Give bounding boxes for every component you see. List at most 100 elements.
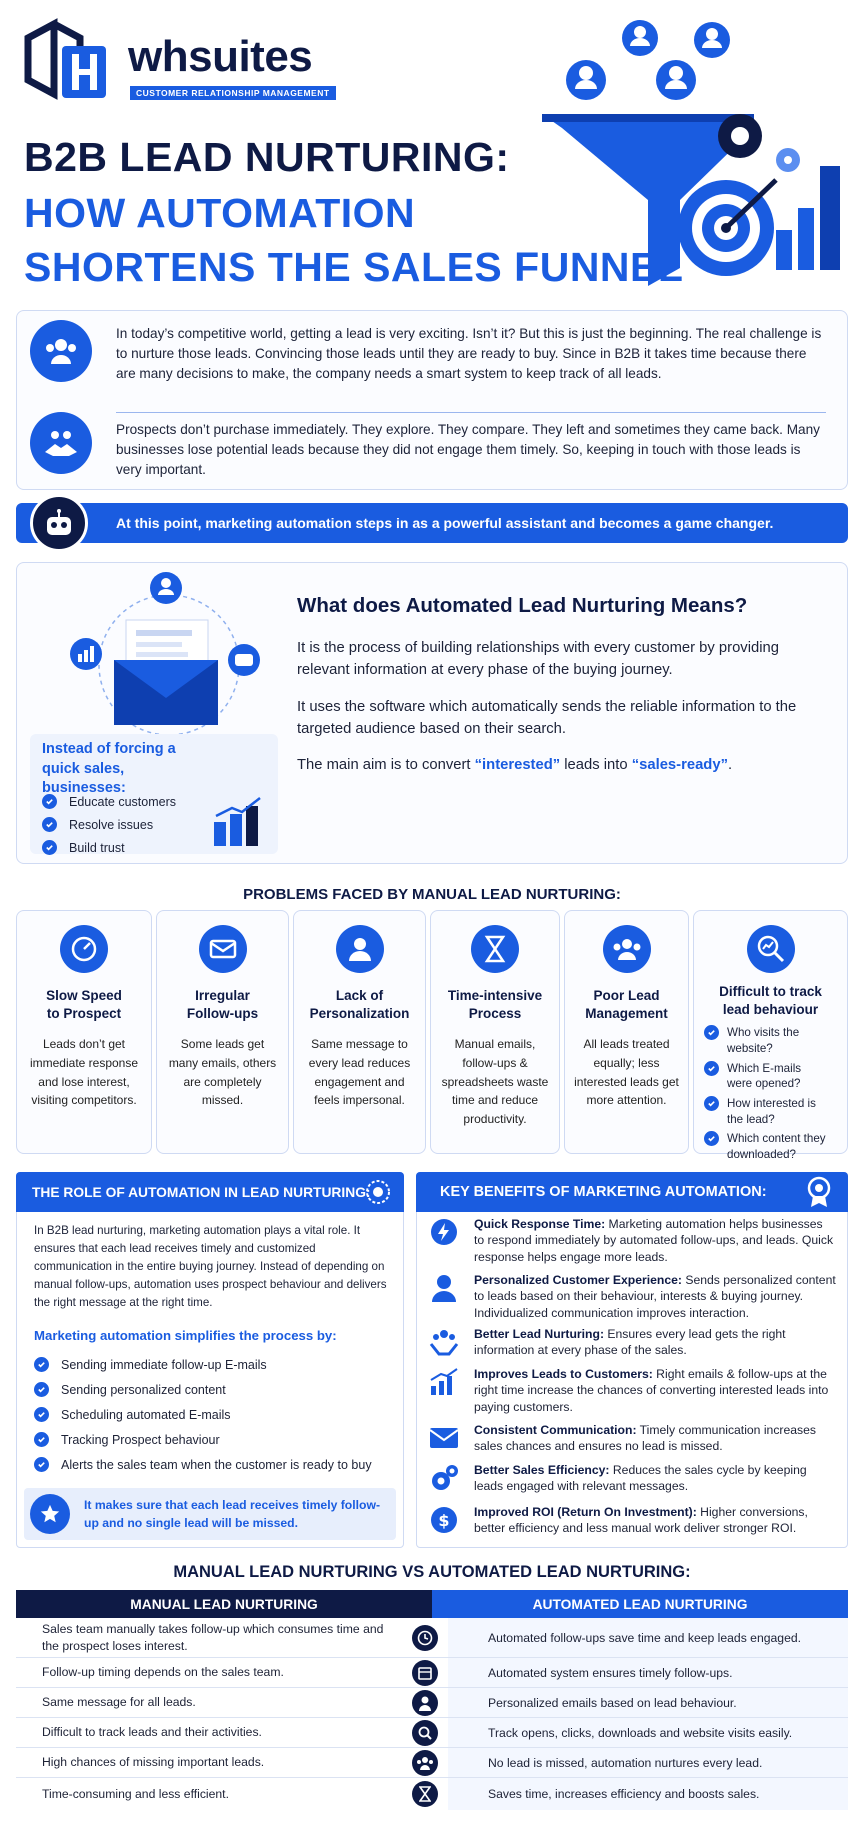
gear-icon [718, 114, 800, 172]
role-item: Tracking Prospect behaviour [34, 1432, 220, 1447]
group-icon [412, 1749, 438, 1776]
magnifier-chart-icon [746, 925, 795, 973]
check-icon [704, 1131, 719, 1147]
dollar-icon: $ [428, 1504, 460, 1536]
gear-icon [428, 1462, 460, 1494]
instead-box-title: Instead of forcing a quick sales, busine… [42, 741, 176, 797]
check-icon [34, 1432, 49, 1447]
check-icon [704, 1096, 719, 1111]
problem-card: Lack of Personalization Same message to … [293, 910, 426, 1154]
instead-item: Resolve issues [42, 813, 176, 836]
funnel-illustration [540, 10, 850, 300]
check-icon [34, 1457, 49, 1472]
compare-heading: MANUAL LEAD NURTURING VS AUTOMATED LEAD … [173, 1563, 691, 1581]
check-icon [42, 817, 57, 832]
instead-box-list: Educate customers Resolve issues Build t… [42, 790, 176, 859]
check-icon [34, 1407, 49, 1422]
hero-title-line3: SHORTENS THE SALES FUNNEL [24, 244, 684, 290]
benefit-item: Better Lead Nurturing: Ensures every lea… [474, 1327, 786, 1358]
role-item: Scheduling automated E-mails [34, 1407, 231, 1422]
hero-title-line2: HOW AUTOMATION [24, 190, 416, 236]
hourglass-icon [412, 1781, 438, 1807]
hourglass-icon [471, 925, 519, 973]
what-paragraph-3: The main aim is to convert “interested” … [297, 757, 733, 773]
problem-card: Time-intensive Process Manual emails, fo… [430, 910, 560, 1154]
check-icon [34, 1382, 49, 1397]
role-subheading: Marketing automation simplifies the proc… [34, 1328, 337, 1343]
compare-row: Time-consuming and less efficient. Saves… [16, 1778, 848, 1810]
banner-text: At this point, marketing automation step… [116, 515, 774, 531]
envelope-icon [428, 1422, 460, 1454]
person-icon [566, 20, 730, 100]
role-item: Sending personalized content [34, 1382, 226, 1397]
intro-paragraph-1: In today’s competitive world, getting a … [116, 326, 822, 381]
benefit-item: Consistent Communication: Timely communi… [474, 1423, 817, 1454]
brand-tagline: CUSTOMER RELATIONSHIP MANAGEMENT [130, 86, 336, 100]
benefit-item: Improves Leads to Customers: Right email… [474, 1367, 829, 1414]
check-icon [704, 1025, 719, 1041]
brand-logo [24, 16, 110, 102]
hero-title-line1: B2B LEAD NURTURING: [24, 134, 510, 180]
lightning-icon [428, 1216, 460, 1248]
role-item: Alerts the sales team when the customer … [34, 1457, 372, 1472]
role-badge-icon [364, 1178, 392, 1206]
what-title: What does Automated Lead Nurturing Means… [297, 594, 748, 617]
benefit-item: Quick Response Time: Marketing automatio… [474, 1217, 834, 1264]
compare-header-right: AUTOMATED LEAD NURTURING [432, 1590, 848, 1618]
person-icon [335, 925, 384, 973]
compare-row: Sales team manually takes follow-up whic… [16, 1618, 848, 1658]
benefit-item: Better Sales Efficiency: Reduces the sal… [474, 1463, 807, 1494]
logo-mark-icon [24, 18, 106, 100]
intro-divider [116, 412, 826, 413]
check-icon [34, 1357, 49, 1372]
role-heading: THE ROLE OF AUTOMATION IN LEAD NURTURING… [16, 1172, 404, 1212]
growth-chart-icon [776, 166, 840, 270]
benefit-item: Personalized Customer Experience: Sends … [474, 1273, 836, 1320]
automation-banner [16, 503, 848, 543]
intro-card [16, 310, 848, 490]
compare-header-left: MANUAL LEAD NURTURING [16, 1590, 432, 1618]
problems-heading: PROBLEMS FACED BY MANUAL LEAD NURTURING: [243, 886, 621, 903]
clock-icon [412, 1624, 438, 1651]
benefits-card [416, 1172, 848, 1548]
svg-text:$: $ [438, 1511, 449, 1530]
track-list: Who visits the website? Which E-mails we… [694, 1019, 847, 1162]
role-item: Sending immediate follow-up E-mails [34, 1357, 267, 1372]
check-icon [704, 1060, 719, 1076]
problem-card: Poor Lead Management All leads treated e… [564, 910, 689, 1154]
problem-card: Slow Speed to Prospect Leads don’t get i… [16, 910, 152, 1154]
bar-chart-icon [212, 796, 268, 853]
person-icon [428, 1272, 460, 1304]
role-note: It makes sure that each lead receives ti… [84, 1498, 381, 1531]
robot-icon [30, 494, 88, 552]
compare-row: Same message for all leads. Personalized… [16, 1688, 848, 1718]
award-badge-icon [806, 1176, 832, 1208]
star-icon [30, 1494, 70, 1534]
search-icon [412, 1719, 438, 1746]
instead-item: Educate customers [42, 790, 176, 813]
group-icon [602, 925, 651, 973]
person-icon [412, 1689, 438, 1716]
email-illustration [64, 570, 274, 738]
team-icon [30, 320, 92, 382]
speed-gauge-icon [60, 925, 108, 973]
problem-card: Irregular Follow-ups Some leads get many… [156, 910, 289, 1154]
email-alert-icon [198, 925, 247, 973]
what-paragraph-2: It uses the software which automatically… [297, 699, 797, 738]
benefit-item: Improved ROI (Return On Investment): Hig… [474, 1505, 808, 1536]
brand-name: whsuites [128, 32, 313, 81]
intro-paragraph-2: Prospects don’t purchase immediately. Th… [116, 422, 820, 477]
handshake-icon [30, 412, 92, 474]
compare-row: Follow-up timing depends on the sales te… [16, 1658, 848, 1688]
instead-item: Build trust [42, 836, 176, 859]
compare-row: High chances of missing important leads.… [16, 1748, 848, 1778]
role-card [16, 1172, 404, 1548]
role-note-box [24, 1488, 396, 1540]
growth-chart-icon [428, 1366, 460, 1398]
role-body: In B2B lead nurturing, marketing automat… [34, 1224, 387, 1309]
check-icon [42, 840, 57, 855]
calendar-icon [412, 1659, 438, 1686]
nurture-hands-icon [428, 1326, 460, 1358]
what-paragraph-1: It is the process of building relationsh… [297, 640, 779, 679]
check-icon [42, 794, 57, 809]
